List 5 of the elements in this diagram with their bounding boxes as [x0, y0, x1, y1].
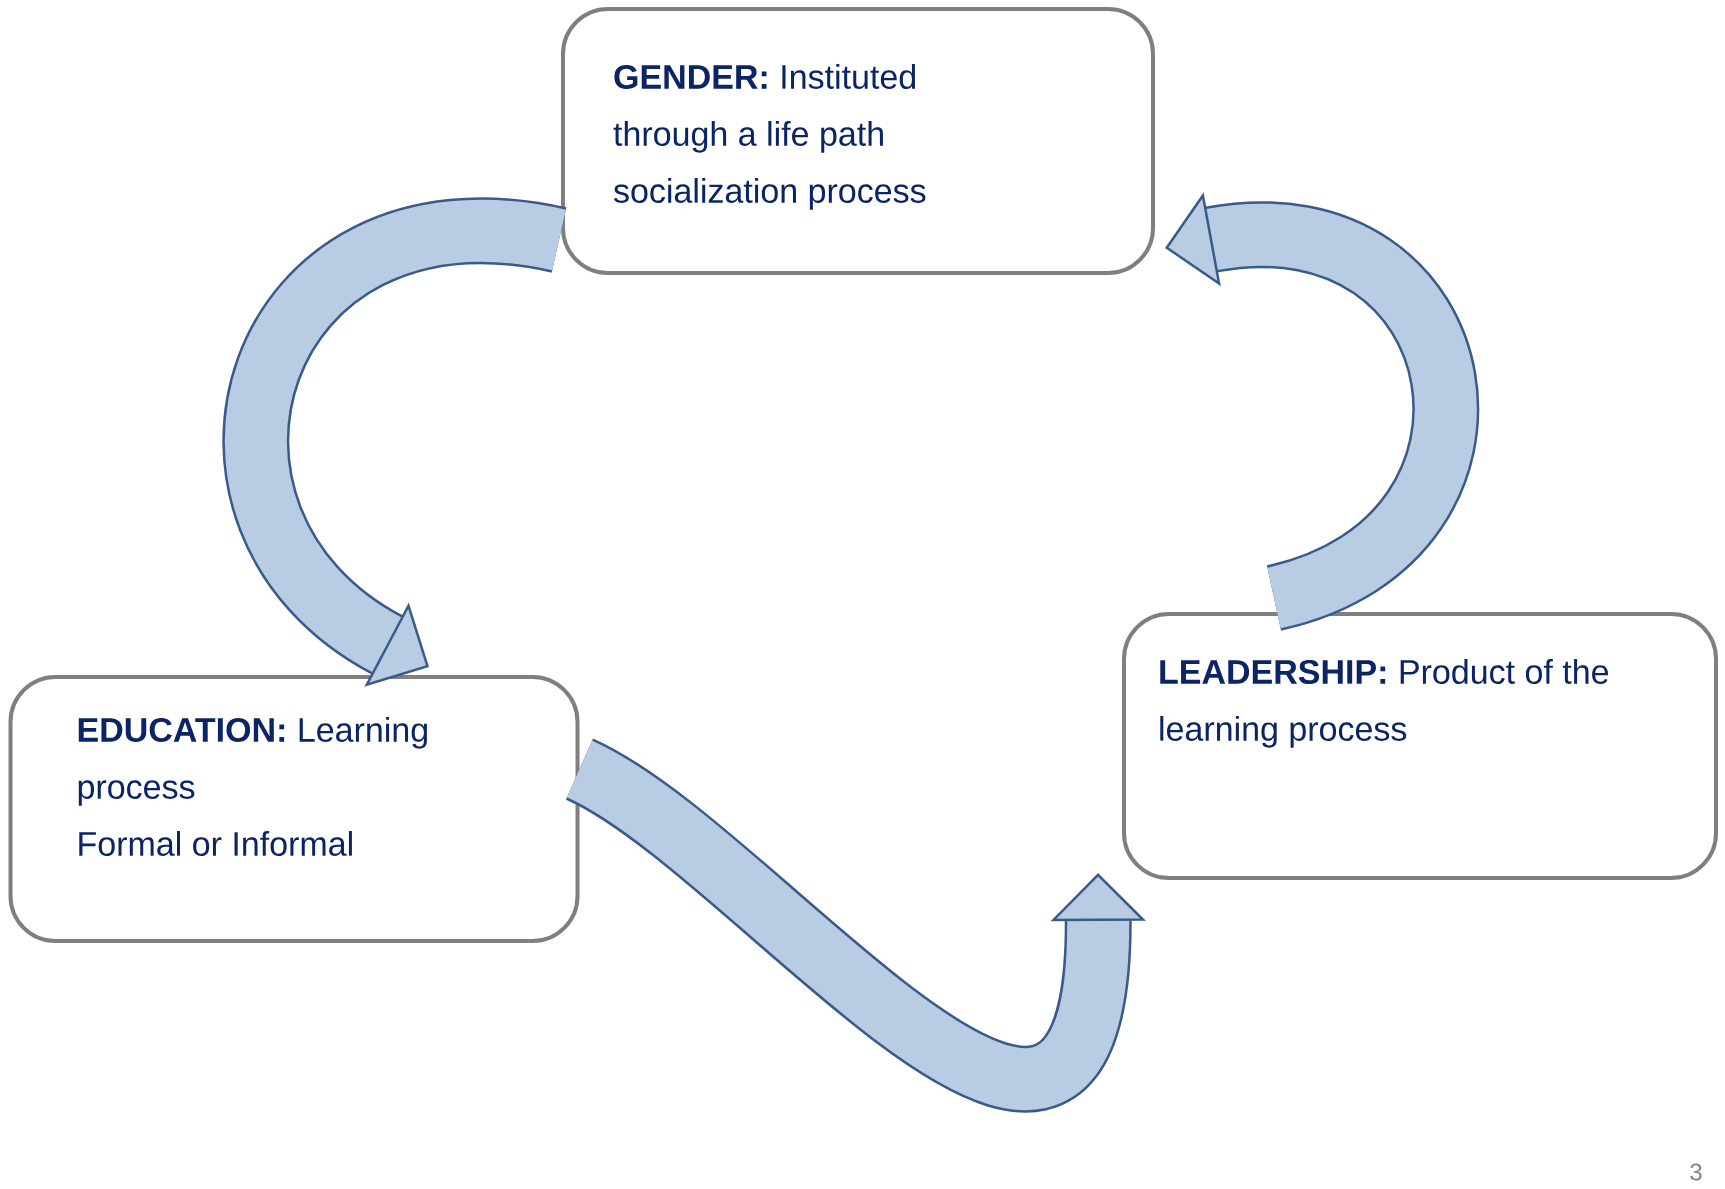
- curved-arrow: [223, 197, 564, 687]
- page-number: 3: [1690, 1163, 1702, 1181]
- text-box: EDUCATION: Learning process Formal or Informal: [8, 675, 580, 943]
- text-box: LEADERSHIP: Product of the learning process: [1122, 612, 1718, 880]
- text-box: GENDER: Instituted through a life path socialization process: [561, 7, 1155, 275]
